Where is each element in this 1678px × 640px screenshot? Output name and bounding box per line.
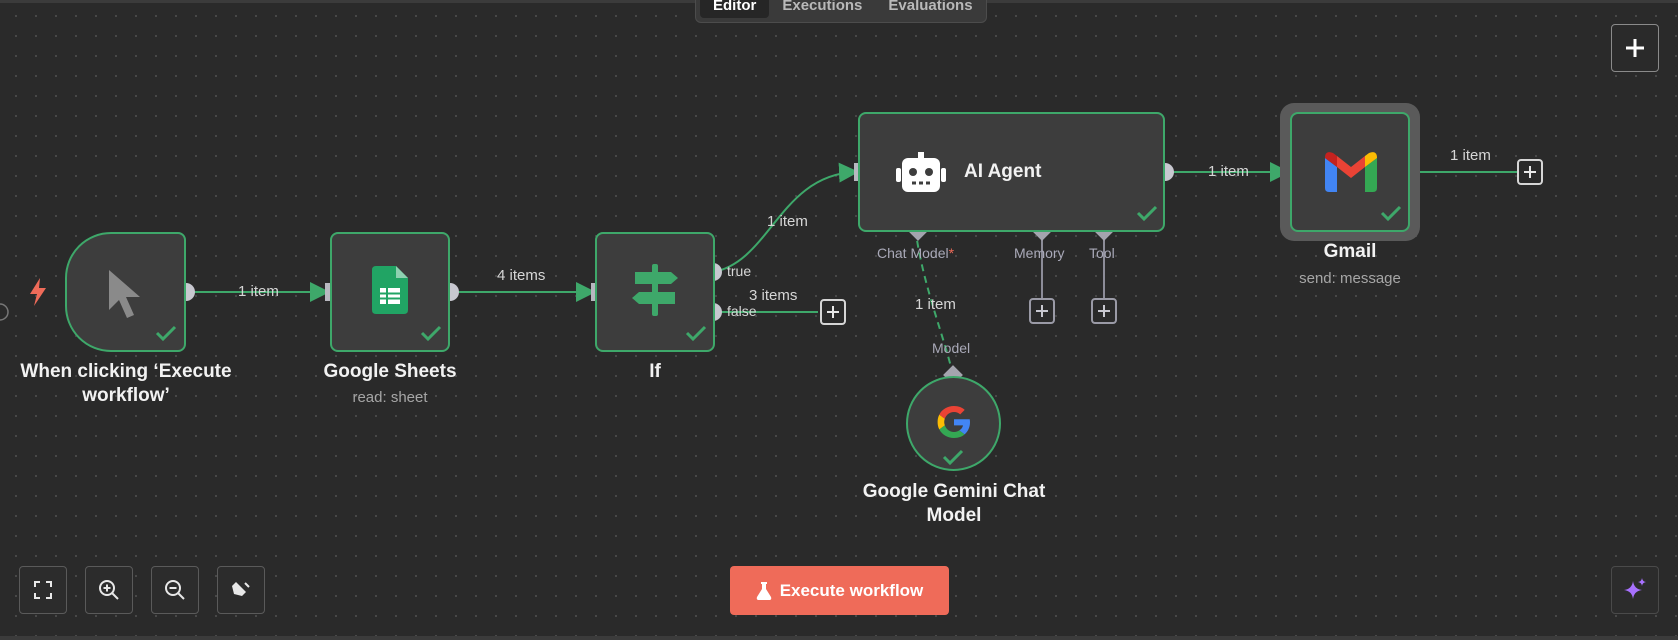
google-sheets-subtitle: read: sheet (352, 389, 428, 406)
gemini-model-port-label: Model (932, 340, 971, 356)
bottom-border (0, 636, 1678, 640)
google-sheets-node[interactable] (330, 232, 450, 352)
tab-executions[interactable]: Executions (782, 0, 863, 14)
fit-view-icon (34, 581, 52, 599)
sheets-input-port (325, 283, 333, 301)
sparkle-icon (1624, 578, 1646, 599)
gemini-chat-model-node[interactable] (906, 376, 1001, 471)
gmail-title: Gmail (1323, 241, 1377, 262)
edge-label-gmail-out: 1 item (1450, 147, 1491, 164)
signpost-icon (632, 264, 678, 316)
zoom-out-button[interactable] (151, 566, 199, 614)
robot-icon (896, 152, 946, 192)
if-false-add-button[interactable] (820, 299, 846, 325)
fit-view-button[interactable] (19, 566, 67, 614)
clear-icon (232, 582, 250, 596)
flask-icon (756, 581, 771, 600)
if-true-label: true (727, 263, 752, 279)
edge-label-trigger-sheets: 1 item (238, 283, 279, 300)
trigger-title: When clicking ‘Execute workflow’ (20, 361, 232, 406)
trigger-node[interactable] (65, 232, 186, 352)
execute-workflow-button[interactable]: Execute workflow (730, 566, 949, 615)
google-g-icon (937, 406, 970, 438)
if-false-label: false (727, 303, 757, 319)
execute-workflow-label: Execute workflow (779, 580, 924, 600)
zoom-in-button[interactable] (85, 566, 133, 614)
memory-port-label: Memory (1014, 245, 1065, 261)
edge-gemini-agent[interactable] (916, 239, 954, 376)
if-title: If (649, 361, 661, 382)
if-node[interactable] (595, 232, 715, 352)
plus-icon (1626, 39, 1644, 57)
tab-editor[interactable]: Editor (700, 0, 770, 18)
google-sheets-icon (372, 266, 408, 314)
ai-agent-node[interactable]: AI Agent (858, 112, 1165, 232)
chat-model-port-label: Chat Model* (877, 245, 955, 261)
success-check-icon (942, 449, 964, 466)
gmail-node[interactable] (1290, 112, 1410, 232)
edge-label-sheets-if: 4 items (497, 267, 546, 284)
edge-label-agent-gmail: 1 item (1208, 163, 1249, 180)
google-sheets-title: Google Sheets (323, 361, 457, 382)
tab-evaluations[interactable]: Evaluations (888, 0, 973, 14)
success-check-icon (1136, 205, 1158, 222)
edge-label-gemini-agent: 1 item (915, 296, 956, 313)
trigger-bolt-icon (30, 278, 46, 306)
success-check-icon (1380, 205, 1402, 222)
success-check-icon (685, 325, 707, 342)
memory-add-button[interactable] (1029, 298, 1055, 324)
clear-execution-button[interactable] (217, 566, 265, 614)
gmail-add-button[interactable] (1517, 159, 1543, 185)
view-tabs: Editor Executions Evaluations (695, 0, 987, 23)
zoom-in-icon (99, 580, 119, 600)
gmail-subtitle: send: message (1299, 270, 1401, 287)
cursor-icon (109, 270, 140, 318)
ai-assistant-button[interactable] (1611, 566, 1659, 614)
ai-agent-title: AI Agent (964, 161, 1042, 182)
gmail-icon (1325, 152, 1377, 192)
success-check-icon (420, 325, 442, 342)
canvas-edge-handle-icon (0, 303, 9, 321)
gemini-title: Google Gemini Chat Model (862, 481, 1046, 526)
tool-add-button[interactable] (1091, 298, 1117, 324)
tool-port-label: Tool (1089, 245, 1115, 261)
success-check-icon (155, 325, 177, 342)
zoom-out-icon (165, 580, 185, 600)
edge-label-if-false: 3 items (749, 287, 798, 304)
add-node-button[interactable] (1611, 24, 1659, 72)
edge-if-agent[interactable] (712, 162, 859, 273)
edge-label-if-true: 1 item (767, 213, 808, 230)
